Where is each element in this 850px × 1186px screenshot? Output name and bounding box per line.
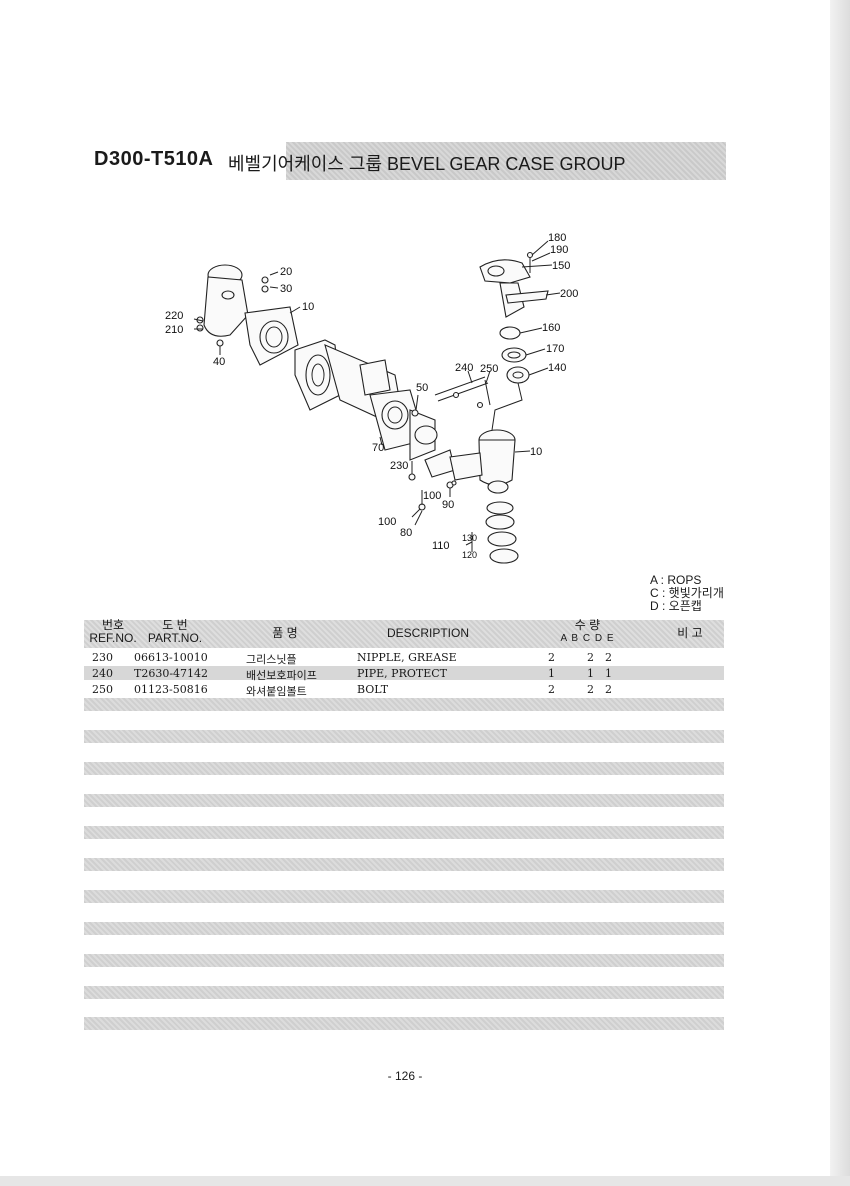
table-row: 230 06613-10010 그리스닛플 NIPPLE, GREASE 2 2…	[84, 650, 724, 666]
empty-row-band	[84, 986, 724, 999]
legend-a: A : ROPS	[650, 573, 702, 587]
row-name-kr: 와셔붙임볼트	[246, 685, 307, 698]
callout-80: 80	[400, 527, 412, 539]
callout-180: 180	[548, 232, 566, 244]
lower-vertical-case	[449, 429, 516, 494]
row-name-kr: 그리스닛플	[246, 653, 297, 666]
row-part-no: 01123-50816	[134, 683, 208, 696]
legend-c: C : 햇빛가리개	[650, 586, 724, 600]
left-elbow-housing	[196, 264, 299, 366]
header-ref-kr: 번호	[101, 618, 125, 632]
callout-140: 140	[548, 362, 566, 374]
callout-10-right: 10	[530, 446, 542, 458]
row-qty-d: 1	[605, 667, 612, 680]
callout-70: 70	[372, 442, 384, 454]
empty-row-band	[84, 858, 724, 871]
row-ref: 230	[92, 651, 113, 664]
header-ref-en: REF.NO.	[89, 631, 137, 645]
row-qty-a: 2	[548, 651, 555, 664]
row-ref: 250	[92, 683, 113, 696]
empty-row-band	[84, 826, 724, 839]
callout-50: 50	[416, 382, 428, 394]
row-qty-c: 2	[587, 683, 594, 696]
bearing-stack	[491, 326, 530, 431]
callout-10-left: 10	[302, 301, 314, 313]
header-part: 도 번 PART.NO.	[140, 619, 210, 645]
row-description: BOLT	[357, 683, 389, 696]
callout-200: 200	[560, 288, 578, 300]
parts-table-header	[84, 620, 724, 648]
callout-90: 90	[442, 499, 454, 511]
group-title: 베벨기어케이스 그룹 BEVEL GEAR CASE GROUP	[228, 154, 626, 174]
header-qty-kr: 수 량	[574, 618, 601, 632]
upper-bracket	[479, 251, 549, 318]
row-qty-a: 1	[548, 667, 555, 680]
callout-160: 160	[542, 322, 560, 334]
row-name-kr: 배선보호파이프	[246, 669, 317, 682]
callout-120: 120	[462, 550, 477, 560]
model-legend: A : ROPS C : 햇빛가리개 D : 오픈캡	[650, 574, 724, 613]
callout-130: 130	[462, 533, 477, 543]
callout-20: 20	[280, 266, 292, 278]
group-code: D300-T510A	[94, 148, 214, 170]
row-qty-c: 2	[587, 651, 594, 664]
callout-190: 190	[550, 244, 568, 256]
callout-250: 250	[480, 363, 498, 375]
row-qty-a: 2	[548, 683, 555, 696]
empty-row-band	[84, 890, 724, 903]
legend-d: D : 오픈캡	[650, 599, 702, 613]
header-remark: 비 고	[677, 626, 703, 640]
exploded-parts-diagram: 180 190 150 200 160 170 140 240 250 50 2…	[165, 232, 578, 564]
row-part-no: T2630-47142	[134, 667, 209, 680]
empty-row-band	[84, 922, 724, 935]
header-part-en: PART.NO.	[147, 631, 203, 645]
header-qty: 수 량 A B C D E	[545, 619, 630, 645]
callout-110: 110	[432, 540, 450, 552]
header-name-kr: 품 명	[272, 626, 298, 640]
row-qty-d: 2	[605, 683, 612, 696]
row-description: PIPE, PROTECT	[357, 667, 447, 680]
callout-230: 230	[390, 460, 408, 472]
header-band-light	[86, 142, 286, 180]
empty-row-band	[84, 1017, 724, 1030]
callout-220: 220	[165, 310, 183, 322]
table-row: 240 T2630-47142 배선보호파이프 PIPE, PROTECT 1 …	[84, 666, 724, 682]
leader-lines	[193, 240, 561, 552]
callout-210: 210	[165, 324, 183, 336]
empty-row-band	[84, 954, 724, 967]
callout-labels: 180 190 150 200 160 170 140 240 250 50 2…	[165, 232, 578, 560]
row-qty-c: 1	[587, 667, 594, 680]
row-part-no: 06613-10010	[134, 651, 208, 664]
callout-40: 40	[213, 356, 225, 368]
page-number: - 126 -	[387, 1069, 423, 1083]
page-edge	[830, 0, 850, 1186]
o-ring-stack	[485, 501, 519, 564]
table-row: 250 01123-50816 와셔붙임볼트 BOLT 2 2 2	[84, 682, 724, 698]
callout-150: 150	[552, 260, 570, 272]
callout-100-lower: 100	[378, 516, 396, 528]
main-bevel-housing	[294, 339, 456, 478]
header-description: DESCRIPTION	[386, 626, 469, 640]
header-part-kr: 도 번	[162, 618, 188, 632]
empty-row-band	[84, 794, 724, 807]
callout-240: 240	[455, 362, 473, 374]
protect-pipe	[434, 376, 491, 409]
callout-100-upper: 100	[423, 490, 441, 502]
page-edge-bottom	[0, 1176, 850, 1186]
empty-row-band	[84, 698, 724, 711]
empty-row-band	[84, 762, 724, 775]
row-qty-d: 2	[605, 651, 612, 664]
callout-30: 30	[280, 283, 292, 295]
header-qty-cols: A B C D E	[560, 633, 615, 644]
callout-170: 170	[546, 343, 564, 355]
header-ref: 번호 REF.NO.	[88, 619, 138, 645]
row-ref: 240	[92, 667, 113, 680]
empty-row-band	[84, 730, 724, 743]
row-description: NIPPLE, GREASE	[357, 651, 457, 664]
